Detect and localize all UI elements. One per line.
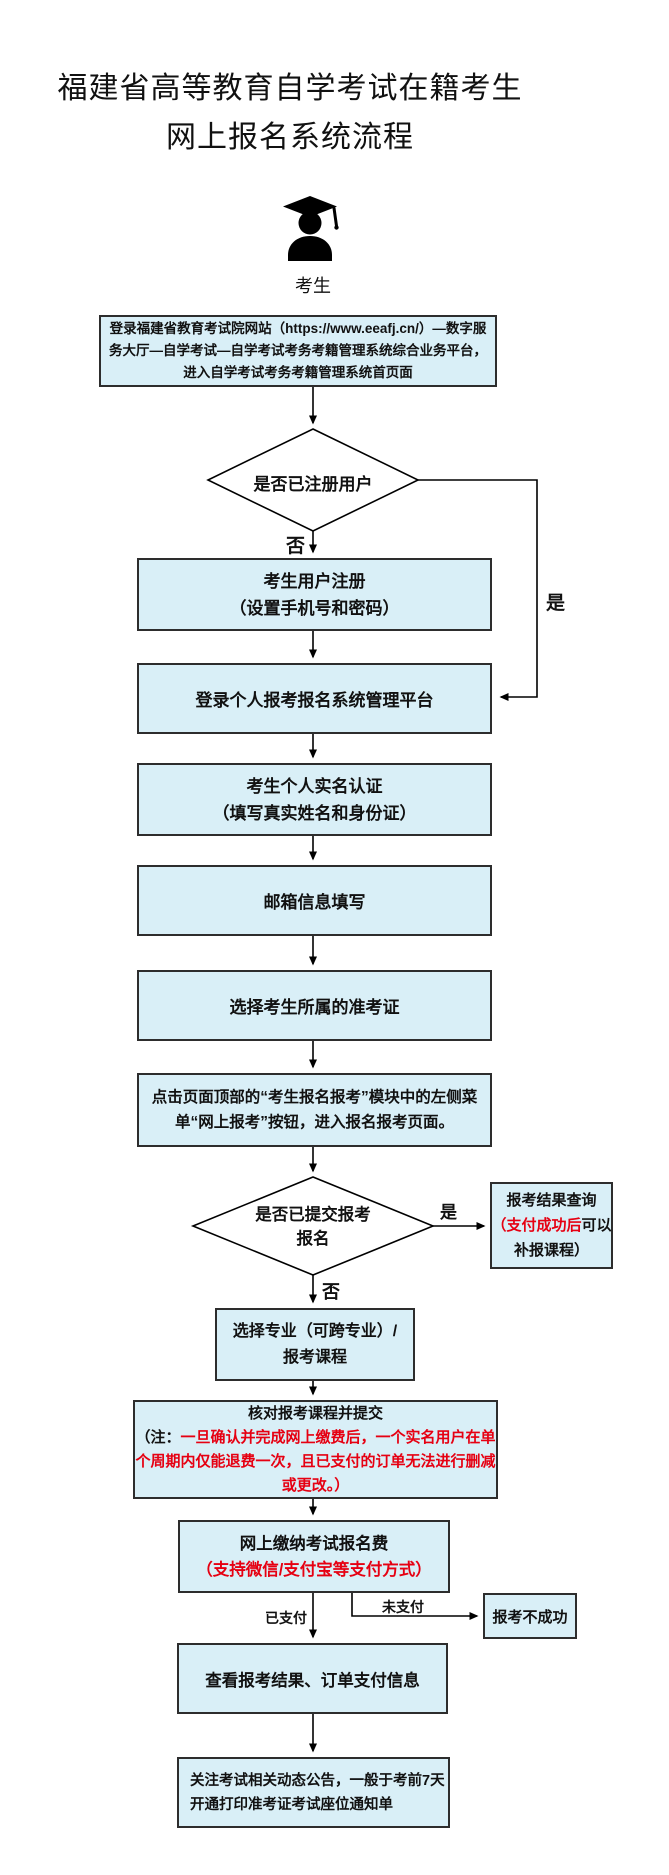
- node-login-site: 登录福建省教育考试院网站（https://www.eeafj.cn/）—数字服 …: [99, 315, 497, 387]
- node-confirm-submit: 核对报考课程并提交 （注：一旦确认并完成网上缴费后，一个实名用户在单 个周期内仅…: [133, 1400, 498, 1499]
- node-login-site-line3: 进入自学考试考务考籍管理系统首页面: [183, 365, 413, 380]
- node-fail: 报考不成功: [483, 1593, 577, 1639]
- node-pay-fee-line2: （支持微信/支付宝等支付方式）: [196, 1560, 432, 1579]
- node-user-register: 考生用户注册 （设置手机号和密码）: [137, 558, 492, 631]
- node-select-ticket: 选择考生所属的准考证: [137, 970, 492, 1041]
- node-click-menu-line2: 单“网上报考”按钮，进入报名报考页面。: [174, 1114, 454, 1131]
- node-submitted-decision-line2: 报名: [296, 1230, 330, 1248]
- node-registered-decision: 是否已注册用户: [253, 475, 373, 494]
- node-view-result-text: 查看报考结果、订单支付信息: [205, 1671, 420, 1690]
- edge-label-yes1: 是: [546, 593, 566, 614]
- node-email-fill-text: 邮箱信息填写: [263, 893, 366, 912]
- node-result-query-line1: 报考结果查询: [506, 1192, 597, 1209]
- decision2-diamond: [190, 1176, 436, 1276]
- node-result-query: 报考结果查询 （支付成功后可以 补报课程）: [490, 1182, 613, 1269]
- node-email-fill: 邮箱信息填写: [137, 865, 492, 936]
- node-submitted-decision-line1: 是否已提交报考: [255, 1206, 371, 1224]
- actor-label: 考生: [295, 276, 331, 296]
- node-result-query-line3: 补报课程）: [513, 1242, 589, 1259]
- node-result-query-line2-black: 可以: [581, 1217, 612, 1234]
- graduate-student-icon: [283, 196, 339, 261]
- node-login-platform-text: 登录个人报考报名系统管理平台: [195, 691, 434, 710]
- node-notice-line2: 开通打印准考证考试座位通知单: [190, 1796, 393, 1813]
- node-realname-auth-line2: （填写真实姓名和身份证）: [212, 803, 417, 823]
- node-notice-line1: 关注考试相关动态公告，一般于考前7天: [190, 1772, 445, 1789]
- node-user-register-line1: 考生用户注册: [263, 571, 366, 591]
- page-title-line1: 福建省高等教育自学考试在籍考生: [57, 72, 523, 105]
- note-prefix: （注：: [135, 1428, 181, 1446]
- node-fail-text: 报考不成功: [492, 1608, 568, 1626]
- node-result-query-line2-red: （支付成功后: [491, 1217, 582, 1234]
- node-result-query-line2: （支付成功后可以: [491, 1213, 611, 1238]
- node-select-major: 选择专业（可跨专业）/ 报考课程: [215, 1308, 415, 1381]
- node-select-major-line1: 选择专业（可跨专业）/: [232, 1322, 398, 1340]
- connector-pay-unpaid: [351, 1593, 479, 1620]
- node-confirm-submit-note-line3: 或更改。）: [281, 1476, 350, 1494]
- node-pay-fee: 网上缴纳考试报名费 （支持微信/支付宝等支付方式）: [178, 1520, 450, 1593]
- node-login-platform: 登录个人报考报名系统管理平台: [137, 663, 492, 734]
- decision1-diamond: [206, 428, 420, 532]
- node-confirm-submit-line1: 核对报考课程并提交: [247, 1404, 383, 1422]
- node-select-major-line2: 报考课程: [282, 1348, 347, 1366]
- edge-label-paid: 已支付: [265, 1610, 307, 1626]
- node-login-site-line2: 务大厅—自学考试—自学考试考务考籍管理系统综合业务平台，: [109, 343, 487, 358]
- note-red1: 一旦确认并完成网上缴费后，一个实名用户在单: [180, 1428, 496, 1446]
- node-notice: 关注考试相关动态公告，一般于考前7天 开通打印准考证考试座位通知单: [177, 1757, 450, 1828]
- node-view-result: 查看报考结果、订单支付信息: [177, 1643, 448, 1714]
- edge-label-yes2: 是: [440, 1203, 457, 1222]
- node-pay-fee-line1: 网上缴纳考试报名费: [239, 1534, 389, 1553]
- node-click-menu: 点击页面顶部的“考生报名报考”模块中的左侧菜 单“网上报考”按钮，进入报名报考页…: [137, 1073, 492, 1147]
- connector-decision1-yes: [418, 479, 538, 701]
- node-realname-auth: 考生个人实名认证 （填写真实姓名和身份证）: [137, 763, 492, 836]
- node-login-site-line1: 登录福建省教育考试院网站（https://www.eeafj.cn/）—数字服: [109, 321, 487, 336]
- edge-label-unpaid: 未支付: [382, 1599, 424, 1615]
- page-title-line2: 网上报名系统流程: [166, 121, 414, 154]
- node-confirm-submit-note-line2: 个周期内仅能退费一次，且已支付的订单无法进行删减: [135, 1452, 496, 1470]
- node-user-register-line2: （设置手机号和密码）: [229, 598, 400, 618]
- page-title: 福建省高等教育自学考试在籍考生 网上报名系统流程: [30, 64, 550, 162]
- node-select-ticket-text: 选择考生所属的准考证: [229, 998, 400, 1017]
- edge-label-no2: 否: [322, 1282, 340, 1302]
- node-confirm-submit-note-line1: （注：一旦确认并完成网上缴费后，一个实名用户在单: [135, 1426, 495, 1450]
- node-submitted-decision: 是否已提交报考 报名: [213, 1203, 413, 1251]
- node-realname-auth-line1: 考生个人实名认证: [246, 776, 383, 796]
- edge-label-no1: 否: [286, 536, 306, 557]
- node-click-menu-line1: 点击页面顶部的“考生报名报考”模块中的左侧菜: [151, 1089, 478, 1106]
